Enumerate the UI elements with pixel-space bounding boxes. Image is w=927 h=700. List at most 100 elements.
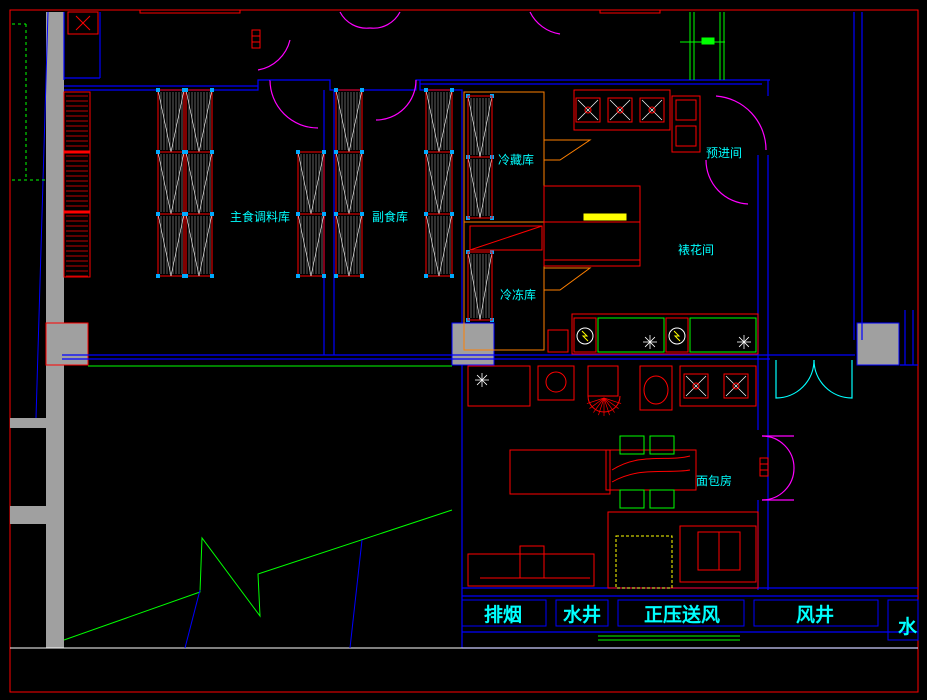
shelf-brace <box>157 151 172 215</box>
ladder-rack <box>63 91 91 278</box>
shelf-brace <box>467 95 481 158</box>
shelf-bay <box>185 213 213 277</box>
shelf-brace <box>335 213 350 277</box>
shelf-post <box>360 150 364 154</box>
mixer-lines <box>586 397 622 416</box>
shelf-brace <box>157 89 172 153</box>
burner-ring <box>648 106 656 114</box>
shelf-bay <box>335 89 363 153</box>
burner-ring <box>732 382 740 390</box>
shelf-brace <box>185 89 200 153</box>
shaft-label-water-well: 水井 <box>563 604 601 626</box>
room-label-freezer: 冷冻库 <box>500 287 536 302</box>
burner-ring <box>692 382 700 390</box>
top-equipment <box>67 9 661 35</box>
mixer-blade <box>603 397 610 416</box>
shelf-bay <box>425 89 453 153</box>
stove-burners <box>475 97 751 399</box>
shelf-post <box>184 88 188 92</box>
shelf-bay <box>297 213 325 277</box>
room-label-bakery: 面包房 <box>696 473 732 488</box>
burner-cross <box>725 375 747 397</box>
diagonal-line <box>349 539 363 649</box>
column <box>45 322 89 366</box>
burner <box>639 97 665 123</box>
shelf-brace <box>425 213 440 277</box>
bakery-equipment <box>467 365 759 589</box>
shelf-post <box>424 212 428 216</box>
room-label-non-staple-storage: 副食库 <box>372 209 408 224</box>
room-label-cold-storage: 冷藏库 <box>498 152 534 167</box>
shaft-label-smoke-exhaust: 排烟 <box>484 603 522 626</box>
shelf-post <box>360 88 364 92</box>
shelf-post <box>296 150 300 154</box>
shelf-post <box>334 88 338 92</box>
shelf-brace <box>198 213 213 277</box>
fan-icon <box>576 327 594 345</box>
burner-cross <box>609 99 631 121</box>
shelf-unit <box>466 94 494 220</box>
shaft-label-water-partial: 水 <box>898 616 918 638</box>
burner <box>607 97 633 123</box>
shelf-brace <box>425 89 440 153</box>
fan-bolt <box>581 330 589 342</box>
room-label-pastry-room: 裱花间 <box>678 242 714 257</box>
burner-cross <box>641 99 663 121</box>
mixer-blade <box>603 397 615 413</box>
shelf-brace <box>438 151 453 215</box>
shelf-bay <box>425 151 453 215</box>
shelf-brace <box>185 213 200 277</box>
burner <box>723 373 749 399</box>
shelf-bay <box>157 151 185 215</box>
green-pipe <box>598 635 740 641</box>
burner-ring <box>616 106 624 114</box>
mixer-blade <box>598 397 605 416</box>
shelf-post <box>296 274 300 278</box>
shelf-brace <box>479 251 493 321</box>
shelf-brace <box>310 151 325 215</box>
shelf-brace <box>479 95 493 158</box>
shelf-post <box>156 212 160 216</box>
room-label-staple-storage: 主食调料库 <box>230 209 290 224</box>
shelf-post <box>210 274 214 278</box>
snowflake-icon <box>476 374 488 386</box>
shelf-unit <box>184 88 214 278</box>
shelf-brace <box>479 156 493 219</box>
shelf-post <box>156 88 160 92</box>
shelf-post <box>360 274 364 278</box>
burner <box>683 373 709 399</box>
shelf-brace <box>297 151 312 215</box>
shelf-brace <box>348 213 363 277</box>
shelf-post <box>424 88 428 92</box>
shelf-post <box>424 274 428 278</box>
shelf-unit <box>424 88 454 216</box>
drawing-border <box>9 9 919 693</box>
diagonal-line <box>184 589 201 649</box>
shaft-label-pressurized-air: 正压送风 <box>644 603 720 626</box>
shelf-post <box>450 150 454 154</box>
burner <box>575 97 601 123</box>
shelf-post <box>210 212 214 216</box>
fan-bolt <box>673 330 681 342</box>
shelf-brace <box>198 89 213 153</box>
shelf-post <box>450 88 454 92</box>
wall-fixture <box>251 29 769 477</box>
shelf-post <box>334 274 338 278</box>
column <box>451 322 495 366</box>
shelf-post <box>184 212 188 216</box>
shelf-bay <box>157 213 185 277</box>
break-line <box>63 509 453 641</box>
shelf-brace <box>170 89 185 153</box>
shelf-post <box>296 212 300 216</box>
shelf-post <box>334 212 338 216</box>
shelf-post <box>156 274 160 278</box>
shelf-post <box>184 274 188 278</box>
shelf-brace <box>170 213 185 277</box>
shelf-post <box>334 150 338 154</box>
shelf-brace <box>335 89 350 153</box>
shelf-post <box>322 274 326 278</box>
shaft-label-air-shaft: 风井 <box>796 604 834 626</box>
mixer-blade <box>593 397 605 413</box>
shelf-brace <box>185 151 200 215</box>
